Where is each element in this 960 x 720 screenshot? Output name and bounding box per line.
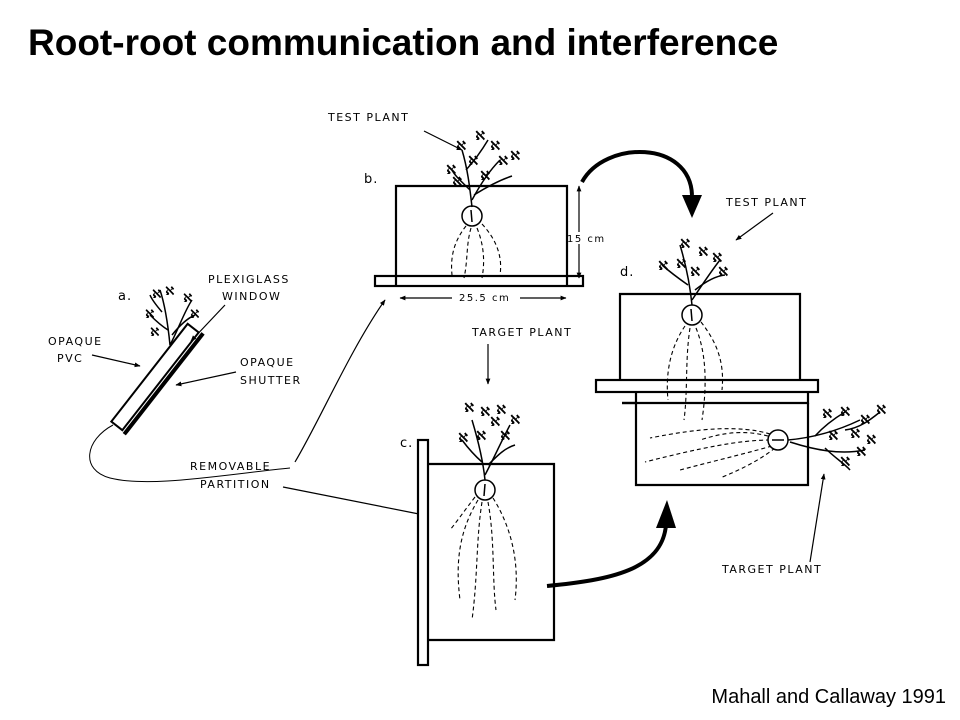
svg-text:ℵ: ℵ [152, 287, 162, 301]
label-plexiglass-1: PLEXIGLASS [208, 273, 290, 286]
big-arrow-b-to-d [580, 150, 694, 196]
svg-text:ℵ: ℵ [475, 129, 485, 144]
svg-text:ℵ: ℵ [490, 139, 500, 154]
arrow-removable-to-b [294, 299, 386, 463]
dim-width-label: 25.5 cm [459, 293, 510, 304]
arrow-test-plant-b [423, 130, 463, 151]
apparatus-a [89, 322, 291, 483]
svg-text:ℵ: ℵ [866, 433, 876, 448]
svg-text:ℵ: ℵ [658, 259, 668, 274]
stem-base-d-test [690, 308, 693, 322]
svg-text:ℵ: ℵ [190, 307, 200, 321]
svg-text:ℵ: ℵ [680, 237, 690, 252]
plant-c [461, 419, 516, 481]
label-target-plant-c: TARGET PLANT [471, 326, 572, 339]
svg-text:ℵ: ℵ [822, 407, 832, 422]
big-arrow-b-to-d-head [682, 195, 702, 218]
panel-label-c: c. [400, 436, 413, 451]
arrow-opaque-pvc [91, 354, 141, 368]
svg-text:ℵ: ℵ [183, 291, 193, 305]
container-d [594, 292, 820, 487]
label-target-plant-d: TARGET PLANT [721, 563, 822, 576]
label-opaque-shutter-1: OPAQUE [240, 356, 295, 369]
stem-base-c [483, 483, 486, 497]
svg-text:ℵ: ℵ [452, 175, 462, 190]
svg-text:ℵ: ℵ [446, 163, 456, 178]
svg-text:ℵ: ℵ [850, 427, 860, 442]
roots-d-test [666, 321, 724, 421]
svg-text:ℵ: ℵ [464, 401, 474, 416]
svg-text:ℵ: ℵ [145, 307, 155, 321]
svg-text:ℵ: ℵ [510, 413, 520, 428]
svg-text:ℵ: ℵ [876, 403, 886, 418]
arrow-removable-to-c [282, 486, 425, 517]
roots-b [451, 223, 502, 279]
label-opaque-pvc-2: PVC [57, 352, 83, 365]
big-arrow-c-to-d-head [656, 500, 676, 528]
container-b [373, 184, 585, 288]
svg-text:ℵ: ℵ [468, 154, 478, 169]
svg-text:ℵ: ℵ [828, 429, 838, 444]
svg-text:ℵ: ℵ [480, 405, 490, 420]
arrow-test-plant-d [735, 212, 774, 241]
label-opaque-shutter-2: SHUTTER [240, 374, 302, 387]
roots-d-target [644, 428, 776, 479]
svg-text:ℵ: ℵ [480, 169, 490, 184]
panel-label-d: d. [620, 265, 634, 280]
svg-text:ℵ: ℵ [458, 431, 468, 446]
label-removable-2: PARTITION [200, 478, 271, 491]
svg-text:ℵ: ℵ [690, 265, 700, 280]
svg-text:ℵ: ℵ [676, 257, 686, 272]
svg-text:ℵ: ℵ [718, 265, 728, 280]
plant-d-target [787, 411, 881, 471]
svg-text:ℵ: ℵ [500, 429, 510, 444]
roots-c [449, 496, 517, 621]
arrow-plexiglass [190, 304, 226, 342]
slide-title: Root-root communication and interference [28, 22, 779, 63]
panel-label-b: b. [364, 172, 378, 187]
svg-text:ℵ: ℵ [150, 325, 160, 339]
svg-text:ℵ: ℵ [490, 415, 500, 430]
arrow-target-plant-d [809, 473, 826, 563]
label-opaque-pvc-1: OPAQUE [48, 335, 103, 348]
label-plexiglass-2: WINDOW [222, 290, 281, 303]
svg-text:ℵ: ℵ [476, 429, 486, 444]
arrow-opaque-shutter [175, 371, 237, 387]
svg-text:ℵ: ℵ [856, 445, 866, 460]
svg-text:ℵ: ℵ [698, 245, 708, 260]
label-test-plant-b: TEST PLANT [327, 111, 409, 124]
svg-text:ℵ: ℵ [456, 139, 466, 154]
label-test-plant-d: TEST PLANT [725, 196, 807, 209]
svg-text:ℵ: ℵ [498, 154, 508, 169]
stem-base-b [470, 209, 473, 223]
label-removable-1: REMOVABLE [190, 460, 271, 473]
svg-text:ℵ: ℵ [840, 405, 850, 420]
citation: Mahall and Callaway 1991 [711, 686, 946, 708]
big-arrow-c-to-d [546, 524, 668, 588]
dim-height-label: 15 cm [567, 234, 606, 245]
plant-a [149, 289, 196, 346]
svg-text:ℵ: ℵ [496, 403, 506, 418]
svg-text:ℵ: ℵ [840, 455, 850, 470]
plant-d-test [661, 244, 726, 306]
svg-text:ℵ: ℵ [860, 413, 870, 428]
svg-text:ℵ: ℵ [510, 149, 520, 164]
svg-text:ℵ: ℵ [712, 251, 722, 266]
svg-text:ℵ: ℵ [165, 284, 175, 298]
plant-b [451, 139, 513, 208]
panel-label-a: a. [118, 289, 132, 304]
